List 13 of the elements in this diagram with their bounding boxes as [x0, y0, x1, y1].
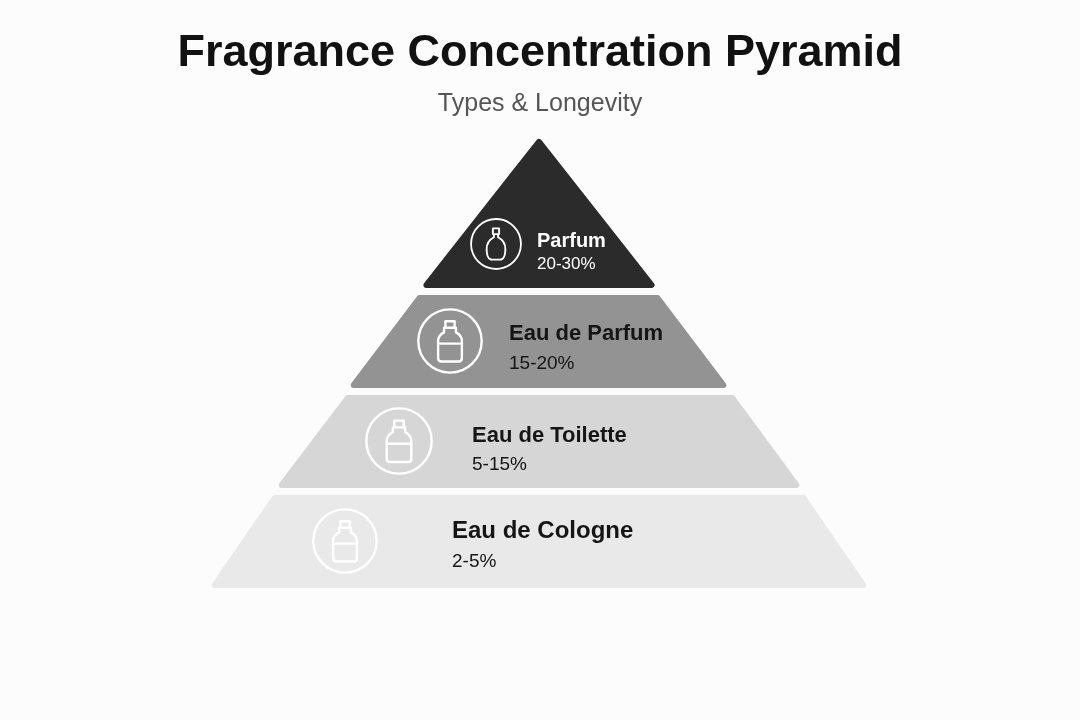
pyramid-tier: [277, 395, 801, 488]
tier-name: Eau de Parfum: [509, 320, 664, 346]
pyramid-tier: [349, 295, 728, 388]
concentration-range: 5-15%: [472, 452, 527, 475]
concentration-range: 20-30%: [537, 254, 596, 274]
title: Fragrance Concentration Pyramid: [177, 25, 903, 76]
concentration-range: 2-5%: [452, 549, 497, 572]
tier-name: Parfum: [537, 228, 606, 252]
tier-name: Eau de Cologne: [452, 515, 634, 544]
tier-name: Eau de Toilette: [472, 422, 627, 448]
pyramid-tier: [422, 137, 656, 288]
subtitle: Types & Longevity: [437, 88, 643, 116]
concentration-range: 15-20%: [509, 351, 575, 374]
